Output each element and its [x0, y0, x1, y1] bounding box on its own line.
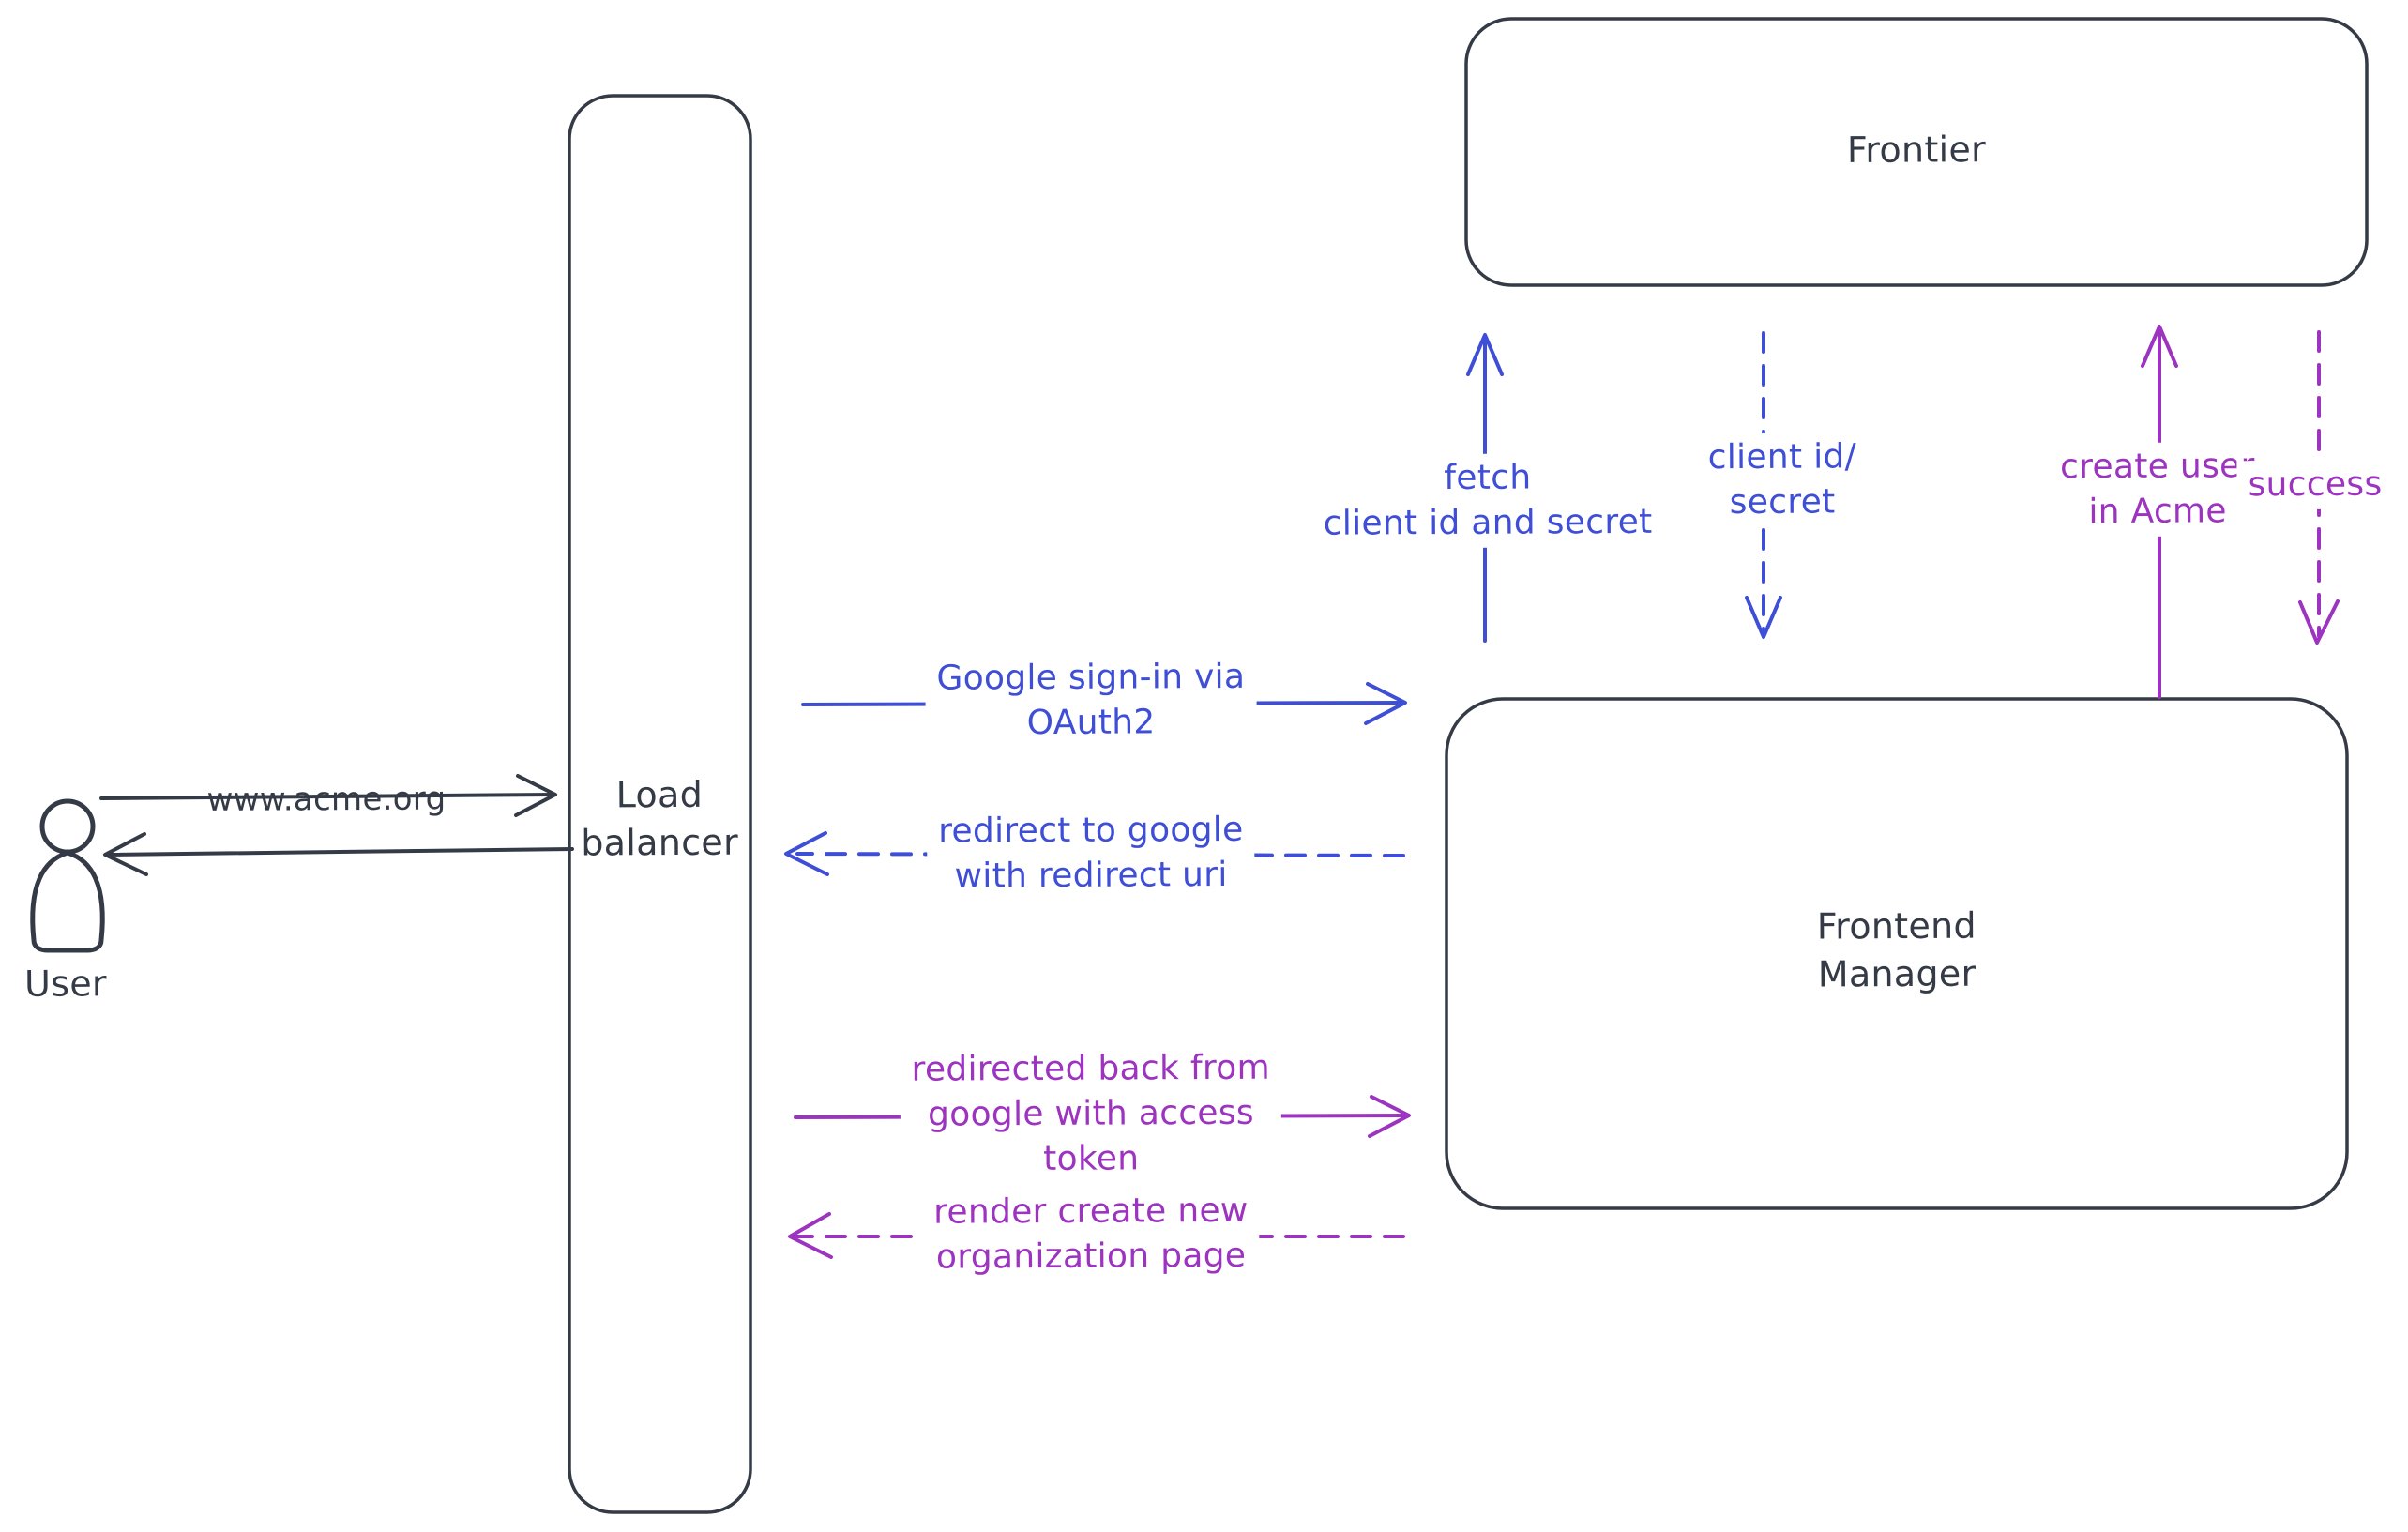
user-label: User: [23, 963, 108, 1005]
www-acme-label: www.acme.org: [206, 780, 447, 819]
client-id-arrowhead: [1745, 596, 1782, 639]
google-signin-label: Google sign-in via OAuth2: [925, 652, 1257, 750]
response-shaft: [107, 847, 574, 857]
create-user-label: create user in Acme: [2048, 442, 2267, 538]
frontier-box[interactable]: [1464, 17, 2369, 287]
user-icon-head: [39, 798, 96, 855]
response-arrowhead: [103, 832, 148, 876]
render-org-arrowhead: [788, 1212, 833, 1259]
redirect-arrowhead: [784, 831, 829, 876]
load-balancer-label: Load balancer: [581, 773, 739, 864]
fetch-client-arrowhead: [1466, 333, 1504, 376]
success-label: success: [2236, 460, 2394, 510]
www-acme-arrowhead: [514, 774, 557, 817]
user-icon-body: [30, 850, 105, 953]
response-to-user-arrow[interactable]: [103, 832, 574, 876]
success-arrowhead: [2298, 599, 2340, 645]
www-acme-shaft: [99, 793, 555, 800]
create-user-arrowhead: [2141, 325, 2178, 368]
frontend-manager-label: Frontend Manager: [1816, 904, 1977, 995]
user-icon[interactable]: [30, 798, 105, 953]
www-acme-arrow[interactable]: [99, 774, 557, 817]
redirect-to-google-label: redirect to google with redirect uri: [927, 805, 1255, 903]
frontier-label: Frontier: [1846, 129, 1987, 171]
render-org-page-label: render create new organization page: [922, 1186, 1260, 1283]
redirected-back-label: redirected back from google with access …: [900, 1043, 1282, 1186]
redirected-back-arrowhead: [1368, 1095, 1411, 1138]
fetch-client-label: fetch client id and secret: [1311, 452, 1664, 550]
client-id-secret-label: client id/ secret: [1696, 432, 1869, 528]
frontend-manager-box[interactable]: [1445, 697, 2349, 1210]
load-balancer-box[interactable]: [568, 94, 752, 1514]
google-signin-arrowhead: [1364, 682, 1407, 725]
